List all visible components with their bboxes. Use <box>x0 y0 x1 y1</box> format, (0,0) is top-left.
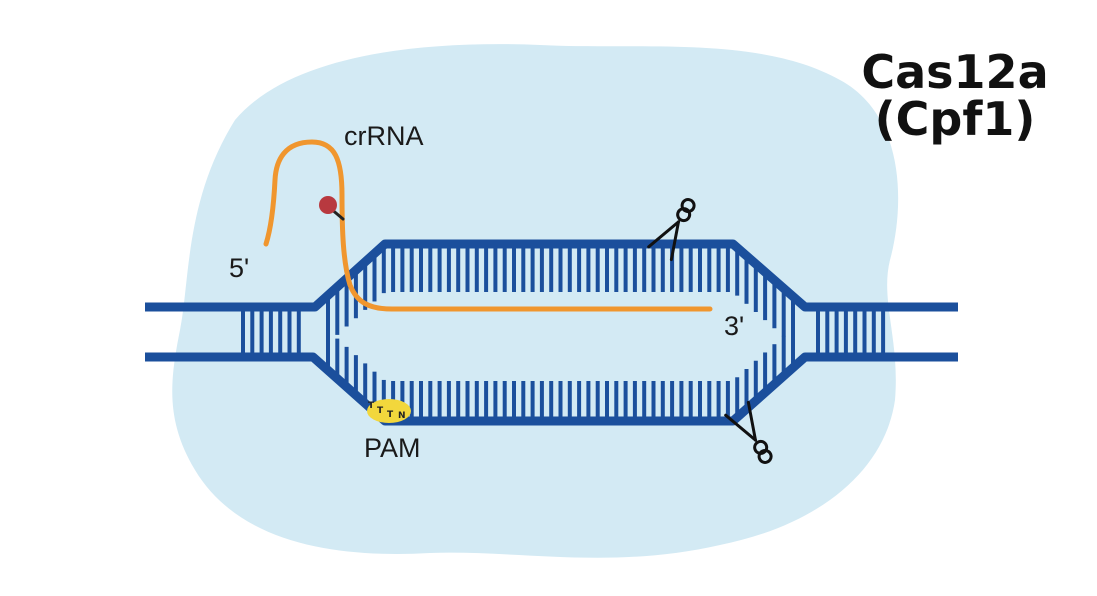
dna-bottom-strand <box>145 352 958 426</box>
dna-base-pairs <box>241 244 886 421</box>
crrna-label: crRNA <box>344 121 424 151</box>
pam-letter: T <box>387 410 394 420</box>
cas12a-protein-blob <box>172 44 899 558</box>
pam-letter: T <box>377 406 384 416</box>
pam-letter: T <box>368 401 375 411</box>
scissors-icon <box>724 400 773 464</box>
pam-letter: N <box>398 411 406 421</box>
diagram-title-line2: (Cpf1) <box>875 92 1036 146</box>
pam-label: PAM <box>364 433 421 463</box>
three-prime-label: 3' <box>724 311 744 341</box>
dna-top-strand <box>145 239 958 312</box>
crrna-strand <box>263 139 713 312</box>
pam-site: T T T N <box>367 399 411 423</box>
scissors-icon <box>647 198 696 262</box>
pam-blob <box>367 399 411 423</box>
diagram-title-line1: Cas12a <box>861 45 1048 99</box>
five-prime-label: 5' <box>229 253 249 283</box>
dna-double-helix <box>145 239 958 426</box>
red-dot-icon <box>319 196 337 214</box>
